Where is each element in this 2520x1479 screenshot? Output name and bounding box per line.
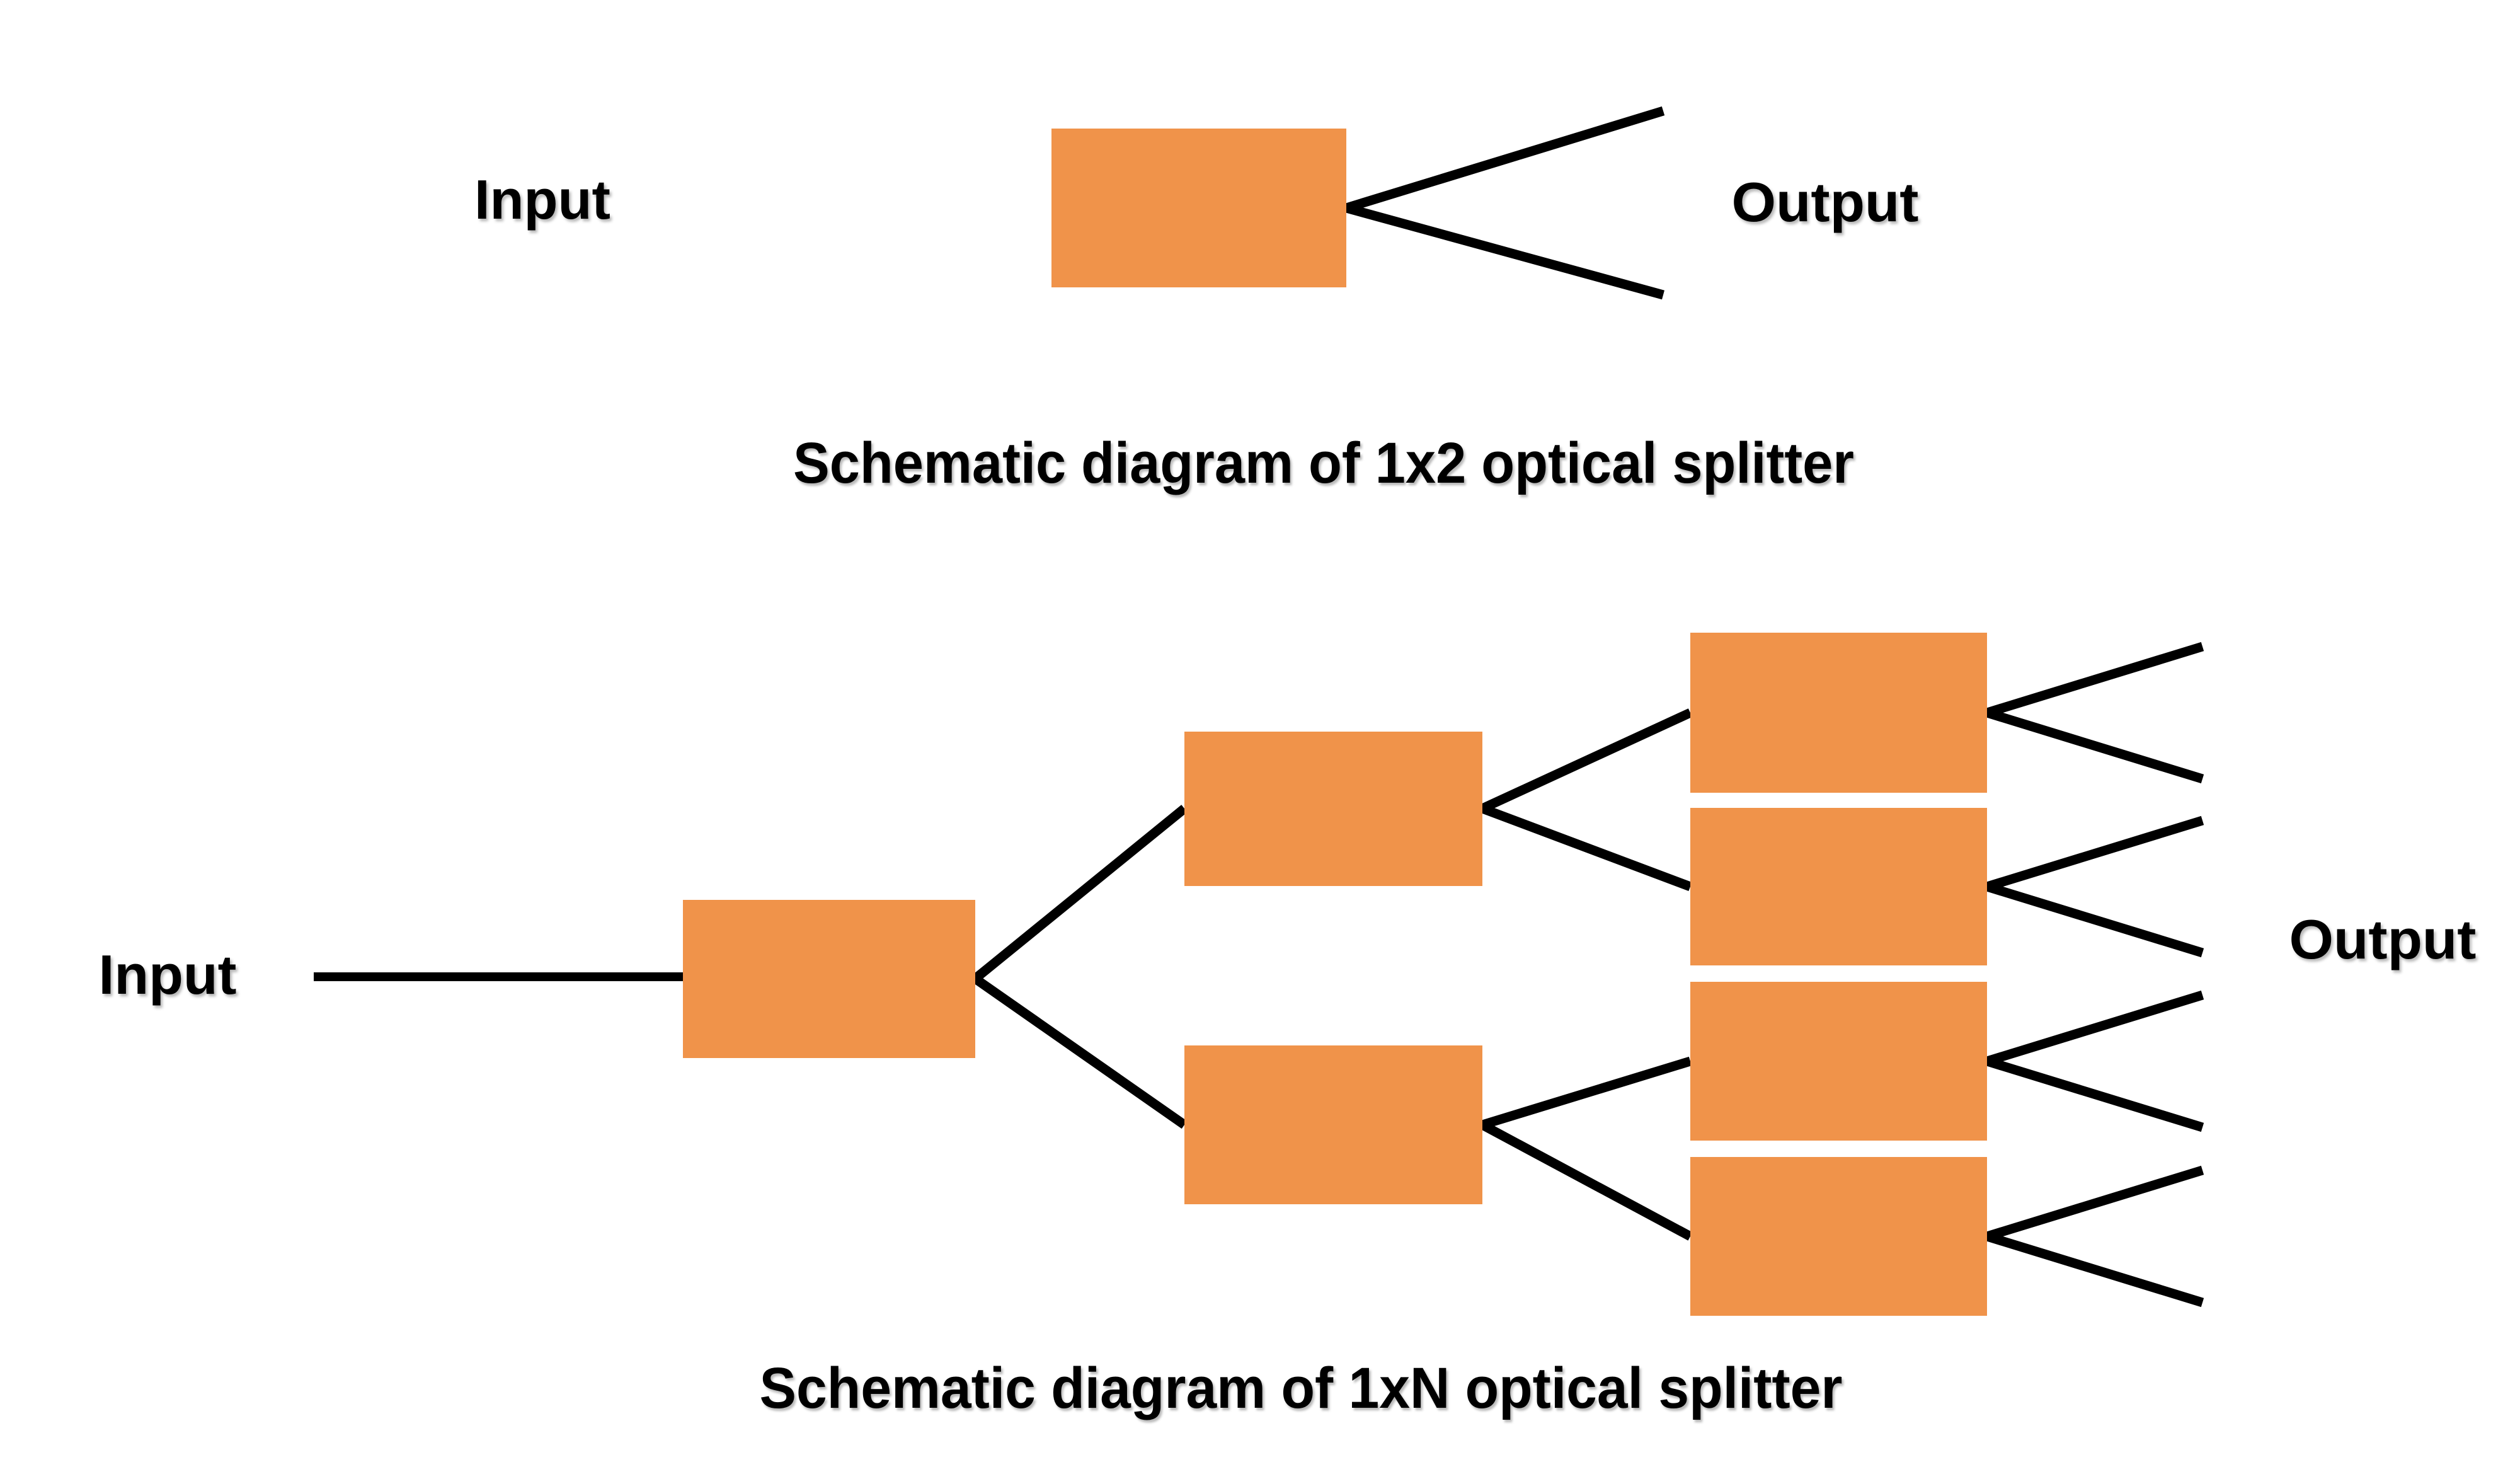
top-input-label: Input [474,168,610,231]
stage2-bottom-fan-line-upper [1480,1056,1692,1130]
bottom-output-label: Output [2289,908,2477,970]
stage3-splitter-box-1 [1690,633,1987,793]
stage3-box1-output-line-upper [1985,642,2204,718]
stage3-box3-output-line-lower [1985,1056,2204,1132]
stage3-box2-output-line-lower [1985,882,2204,958]
stage3-box3-output-line-upper [1985,990,2204,1066]
stage1-splitter-box [683,900,975,1058]
stage2-top-fan-line-upper [1480,708,1693,813]
stage3-box2-output-line-upper [1985,815,2204,892]
top-output-line-lower [1345,203,1664,300]
stage2-bottom-fan-line-lower [1480,1120,1693,1241]
top-caption: Schematic diagram of 1x2 optical splitte… [793,431,1854,495]
stage3-splitter-box-2 [1690,808,1987,965]
diagram-1x2: Input Output Schematic diagram of 1x2 op… [474,106,1919,495]
stage2-splitter-box-bottom [1184,1045,1482,1204]
stage1-fan-line-upper [972,805,1188,982]
stage3-splitter-box-4 [1690,1157,1987,1316]
stage1-fan-line-lower [972,974,1188,1129]
stage2-splitter-box-top [1184,732,1482,886]
stage2-top-fan-line-lower [1480,803,1692,892]
stage3-box4-output-line-upper [1985,1165,2204,1241]
top-output-label: Output [1732,171,1919,233]
bottom-input-label: Input [99,943,237,1006]
splitter-1x2-box [1051,129,1346,287]
diagram-1xn: Input [99,633,2477,1420]
stage3-box4-output-line-lower [1985,1231,2204,1308]
stage3-splitter-box-3 [1690,982,1987,1141]
bottom-caption: Schematic diagram of 1xN optical splitte… [760,1356,1843,1420]
top-output-line-upper [1344,106,1665,213]
stage3-box1-output-line-lower [1985,708,2204,784]
